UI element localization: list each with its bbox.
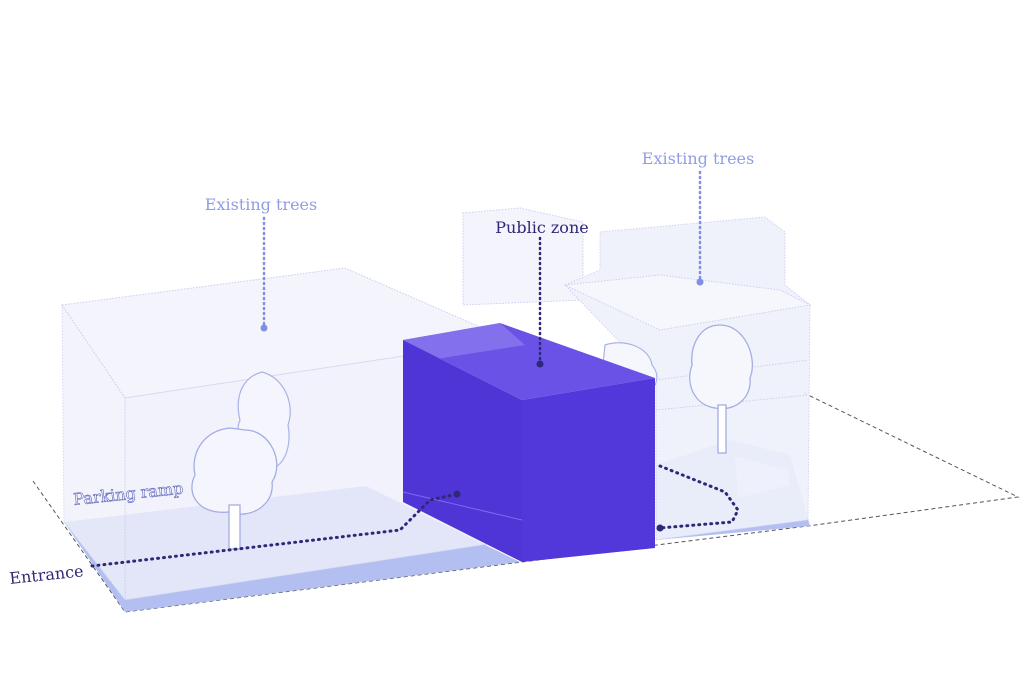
- leader-dot-trees-right: [696, 278, 704, 286]
- leader-dot-trees-left: [260, 324, 268, 332]
- public-zone-side: [522, 378, 655, 562]
- ghost-tower-back: [462, 207, 584, 306]
- tree-right: [689, 324, 753, 454]
- path-node-left: [453, 490, 461, 498]
- leader-lines: [262, 170, 702, 364]
- ghost-building-right: [563, 216, 812, 541]
- public-zone-top-highlight: [403, 323, 525, 360]
- circulation-path: [90, 464, 740, 568]
- label-existing-trees-right: Existing trees: [642, 149, 754, 168]
- public-zone-volume: [402, 323, 655, 562]
- label-public-zone: Public zone: [495, 218, 588, 237]
- label-entrance: Entrance: [8, 561, 84, 588]
- public-zone-front: [403, 340, 522, 562]
- label-existing-trees-left: Existing trees: [205, 195, 317, 214]
- leader-dot-public-zone: [536, 360, 544, 368]
- ghost-building-left: [61, 267, 516, 602]
- path-node-right: [656, 524, 664, 532]
